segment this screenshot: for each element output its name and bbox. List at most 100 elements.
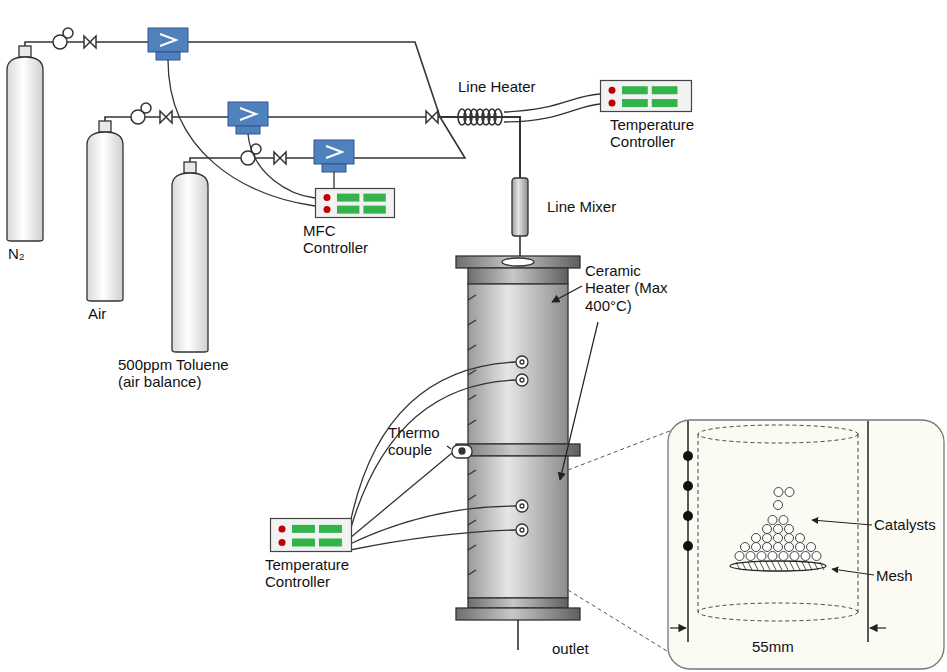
detail-inset [808, 562, 812, 570]
detail-inset [683, 541, 693, 551]
line-heater-coil [494, 109, 502, 125]
leader-line [552, 286, 582, 302]
detail-inset [768, 552, 777, 561]
control-wire [350, 506, 516, 544]
detail-inset [757, 552, 766, 561]
signal-wire [248, 134, 315, 198]
heater-rib [468, 495, 476, 500]
detail-inset [785, 525, 794, 534]
detail-inset [820, 562, 824, 570]
detail-inset [779, 552, 788, 561]
mass-flow-controller [322, 164, 346, 172]
detail-inset [698, 425, 858, 443]
heater-terminal [520, 360, 524, 364]
valve-symbol [84, 36, 96, 48]
detail-inset [807, 543, 816, 552]
detail-inset [785, 534, 794, 543]
detail-inset [736, 562, 740, 570]
heater-rib [468, 570, 476, 575]
detail-inset [858, 434, 859, 612]
reactor [456, 256, 580, 268]
heater-terminal [520, 378, 524, 382]
detail-inset [741, 543, 750, 552]
reactor [456, 444, 580, 456]
detail-inset [763, 543, 772, 552]
cylinder-shape [5, 46, 45, 241]
reactor [468, 268, 568, 284]
control-wire [504, 104, 600, 122]
controller-shape [315, 188, 395, 218]
reactor [468, 456, 568, 598]
pressure-regulator [63, 28, 73, 38]
heater-rib [468, 295, 476, 300]
detail-inset [768, 516, 777, 525]
control-wire [504, 94, 600, 112]
heater-terminal [516, 356, 528, 536]
reactor [517, 620, 519, 650]
gas-pipe [519, 236, 521, 256]
gas-cylinder: 500ppm Toluene (air balance) [115, 162, 245, 391]
detail-inset [668, 420, 944, 669]
thermocouple-symbol [452, 445, 472, 458]
heater-rib [468, 345, 476, 350]
detail-inset [785, 488, 794, 497]
detail-inset [779, 516, 788, 525]
detail-inset [754, 562, 758, 570]
heater-rib [468, 395, 476, 400]
detail-inset [796, 543, 805, 552]
detail-inset [752, 534, 761, 543]
pressure-regulator [53, 28, 261, 165]
detail-inset [698, 425, 858, 621]
heater-rib [468, 520, 476, 525]
control-wire [504, 94, 600, 122]
detail-inset [698, 603, 858, 621]
detail-inset [796, 534, 805, 543]
control-wire [350, 530, 516, 550]
heater-terminal [516, 524, 528, 536]
detail-inset [774, 501, 783, 510]
part-label: Mesh [876, 567, 913, 584]
line-heater-coil [458, 109, 502, 125]
mass-flow-controller [148, 28, 188, 52]
detail-inset [763, 525, 772, 534]
detail-inset [870, 627, 886, 628]
detail-inset [812, 552, 821, 561]
detail-inset [790, 562, 794, 570]
leader-line [447, 286, 598, 480]
detail-inset [742, 562, 746, 570]
control-wire [350, 362, 516, 524]
mixer-shape [509, 178, 531, 236]
reactor [456, 256, 580, 650]
detail-inset [814, 562, 818, 570]
part-label: outlet [552, 640, 589, 657]
detail-inset [774, 488, 783, 497]
detail-inset [735, 552, 744, 561]
mass-flow-controller [236, 126, 260, 134]
heater-terminal [516, 500, 528, 512]
part-label: Line Heater [458, 78, 536, 95]
valve-symbol [274, 152, 286, 164]
gas-line [190, 117, 520, 178]
control-wire [350, 380, 516, 531]
cylinder-shape [170, 162, 210, 352]
control-wire [350, 362, 516, 550]
mass-flow-controller [326, 146, 342, 158]
detail-inset [785, 543, 794, 552]
controller-shape [270, 518, 352, 552]
heater-rib [468, 470, 476, 475]
heater-rib [468, 320, 476, 325]
detail-inset [812, 520, 872, 525]
thermocouple-symbol [452, 445, 472, 458]
controller-box: MFC Controller [300, 188, 400, 257]
heater-rib [468, 545, 476, 550]
leader-line [560, 322, 598, 480]
detail-inset [670, 627, 686, 628]
mass-flow-controller [228, 102, 268, 126]
detail-inset [752, 543, 761, 552]
detail-inset [790, 552, 799, 561]
gas-cylinder: Air [85, 121, 145, 322]
part-label: Ceramic Heater (Max 400°C) [585, 262, 673, 314]
heater-terminal [520, 504, 524, 508]
